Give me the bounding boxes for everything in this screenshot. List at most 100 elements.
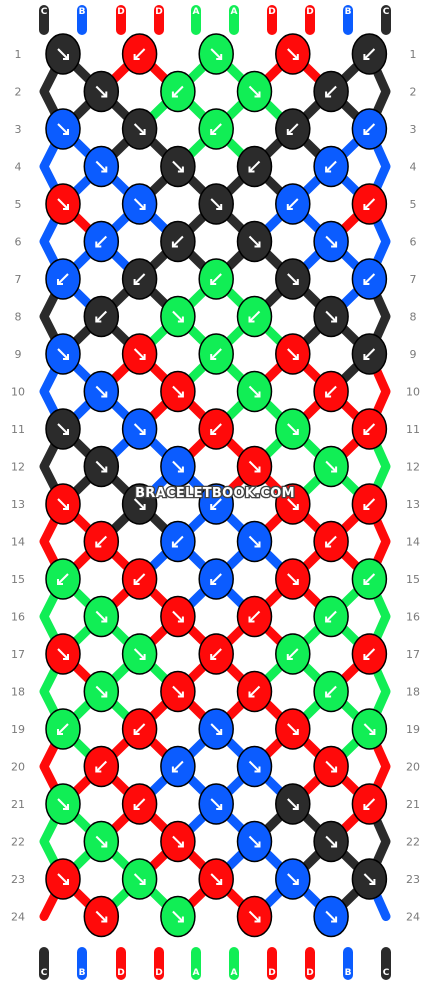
arrow-down-left-icon — [210, 648, 222, 660]
knot — [83, 445, 120, 488]
knot — [83, 820, 120, 863]
arrow-down-right-icon — [210, 198, 223, 210]
arrow-down-right-icon — [95, 685, 108, 698]
arrow-down-right-icon — [133, 648, 146, 660]
knot — [83, 370, 120, 413]
knot — [121, 408, 158, 450]
knot — [160, 745, 196, 788]
knot — [275, 708, 311, 750]
knot — [83, 295, 120, 338]
knot — [83, 220, 120, 263]
arrow-down-left-icon — [171, 760, 184, 773]
knot — [160, 70, 196, 113]
knot — [83, 145, 120, 188]
knot — [313, 820, 349, 863]
string-label-bottom: D — [268, 968, 275, 978]
string-label-bottom: B — [79, 968, 86, 978]
watermark: BRACELETBOOK.COM — [135, 486, 295, 501]
arrow-down-right-icon — [248, 760, 261, 773]
row-label-right: 8 — [410, 311, 417, 324]
knot — [45, 708, 81, 750]
knot — [236, 220, 273, 263]
string-label-top: D — [155, 7, 162, 17]
row-label-left: 8 — [15, 311, 22, 324]
knot — [45, 483, 81, 525]
row-label-right: 21 — [406, 798, 420, 811]
arrow-down-right-icon — [248, 910, 261, 923]
arrow-down-right-icon — [363, 873, 376, 885]
knot — [198, 258, 234, 300]
knot — [83, 895, 120, 938]
knot — [83, 520, 120, 563]
knot — [198, 558, 234, 600]
arrow-down-left-icon — [171, 235, 184, 248]
knot — [236, 745, 273, 788]
knot — [313, 70, 349, 113]
knot — [121, 633, 158, 675]
arrow-down-left-icon — [133, 798, 146, 810]
arrow-down-right-icon — [287, 873, 299, 885]
string-label-bottom: D — [117, 968, 124, 978]
knot — [313, 145, 349, 188]
knot — [351, 333, 388, 375]
arrow-down-left-icon — [210, 498, 222, 510]
knot — [198, 858, 234, 900]
arrow-down-right-icon — [287, 498, 299, 510]
arrow-down-left-icon — [325, 610, 337, 623]
arrow-down-right-icon — [210, 798, 223, 810]
arrow-down-right-icon — [133, 423, 146, 435]
string-label-bottom: B — [345, 968, 352, 978]
arrow-down-left-icon — [286, 648, 299, 660]
knot — [198, 483, 234, 525]
arrow-down-right-icon — [95, 460, 108, 473]
arrow-down-right-icon — [248, 460, 261, 473]
knot — [160, 595, 196, 638]
arrow-down-left-icon — [248, 310, 261, 323]
row-label-left: 15 — [11, 573, 25, 586]
arrow-down-left-icon — [325, 535, 337, 548]
knot — [198, 708, 234, 750]
knot — [313, 895, 349, 938]
arrow-down-left-icon — [363, 648, 376, 660]
knot — [198, 183, 234, 225]
string-label-top: D — [117, 7, 124, 17]
arrow-down-right-icon — [325, 460, 338, 473]
row-label-right: 3 — [410, 123, 417, 136]
knot — [313, 220, 349, 263]
arrow-down-left-icon — [363, 423, 376, 435]
row-label-right: 9 — [410, 348, 417, 361]
knot — [236, 445, 273, 488]
arrow-down-left-icon — [171, 85, 184, 98]
row-label-right: 5 — [410, 198, 417, 211]
arrow-down-left-icon — [210, 273, 222, 285]
knot — [198, 333, 234, 375]
arrow-down-left-icon — [363, 123, 376, 135]
arrow-down-left-icon — [248, 160, 261, 173]
knot — [351, 108, 388, 150]
arrow-down-left-icon — [325, 160, 337, 173]
knot — [275, 483, 311, 525]
string-label-bottom: C — [383, 968, 390, 978]
knot — [236, 595, 273, 638]
knot — [351, 783, 388, 825]
row-label-left: 12 — [11, 461, 25, 474]
arrow-down-left-icon — [95, 535, 108, 548]
knot — [160, 520, 196, 563]
arrow-down-right-icon — [57, 873, 69, 885]
arrow-down-left-icon — [248, 610, 261, 623]
knot — [236, 520, 273, 563]
row-label-left: 24 — [11, 911, 25, 924]
arrow-down-right-icon — [133, 198, 146, 210]
arrow-down-right-icon — [287, 798, 299, 810]
knot — [236, 145, 273, 188]
knot — [351, 708, 388, 750]
row-label-left: 17 — [11, 648, 25, 661]
arrow-down-right-icon — [95, 910, 108, 923]
row-label-left: 10 — [11, 386, 25, 399]
row-label-right: 4 — [410, 161, 417, 174]
knot — [45, 858, 81, 900]
arrow-down-left-icon — [133, 48, 146, 60]
arrow-down-right-icon — [133, 498, 146, 510]
